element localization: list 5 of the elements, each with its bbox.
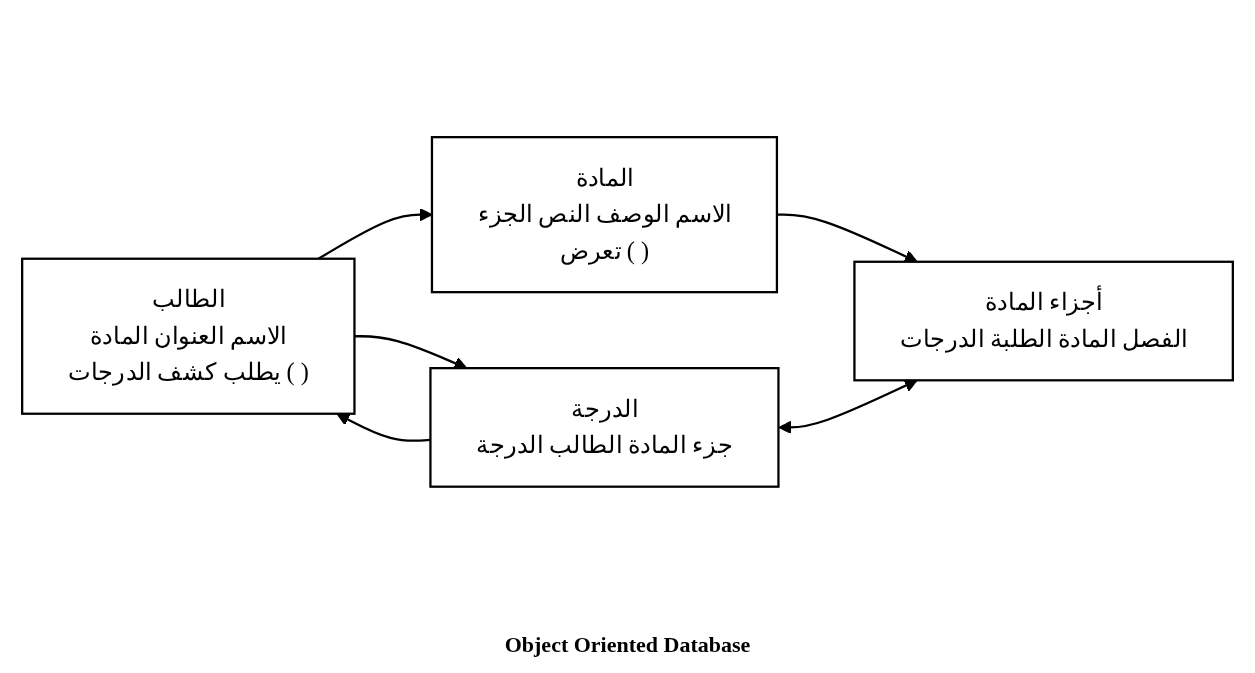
node-box: أجزاء المادة الفصل المادة الطلبة الدرجات — [853, 260, 1234, 382]
node-box: الطالب الاسم العنوان المادة يطلب كشف الدرجات ( ) — [21, 257, 356, 415]
node-box: الدرجة جزء المادة الطالب الدرجة — [429, 366, 780, 488]
caption: Object Oriented Database — [504, 632, 751, 657]
node-box: المادة الاسم الوصف النص الجزء تعرض ( ) — [430, 135, 779, 293]
